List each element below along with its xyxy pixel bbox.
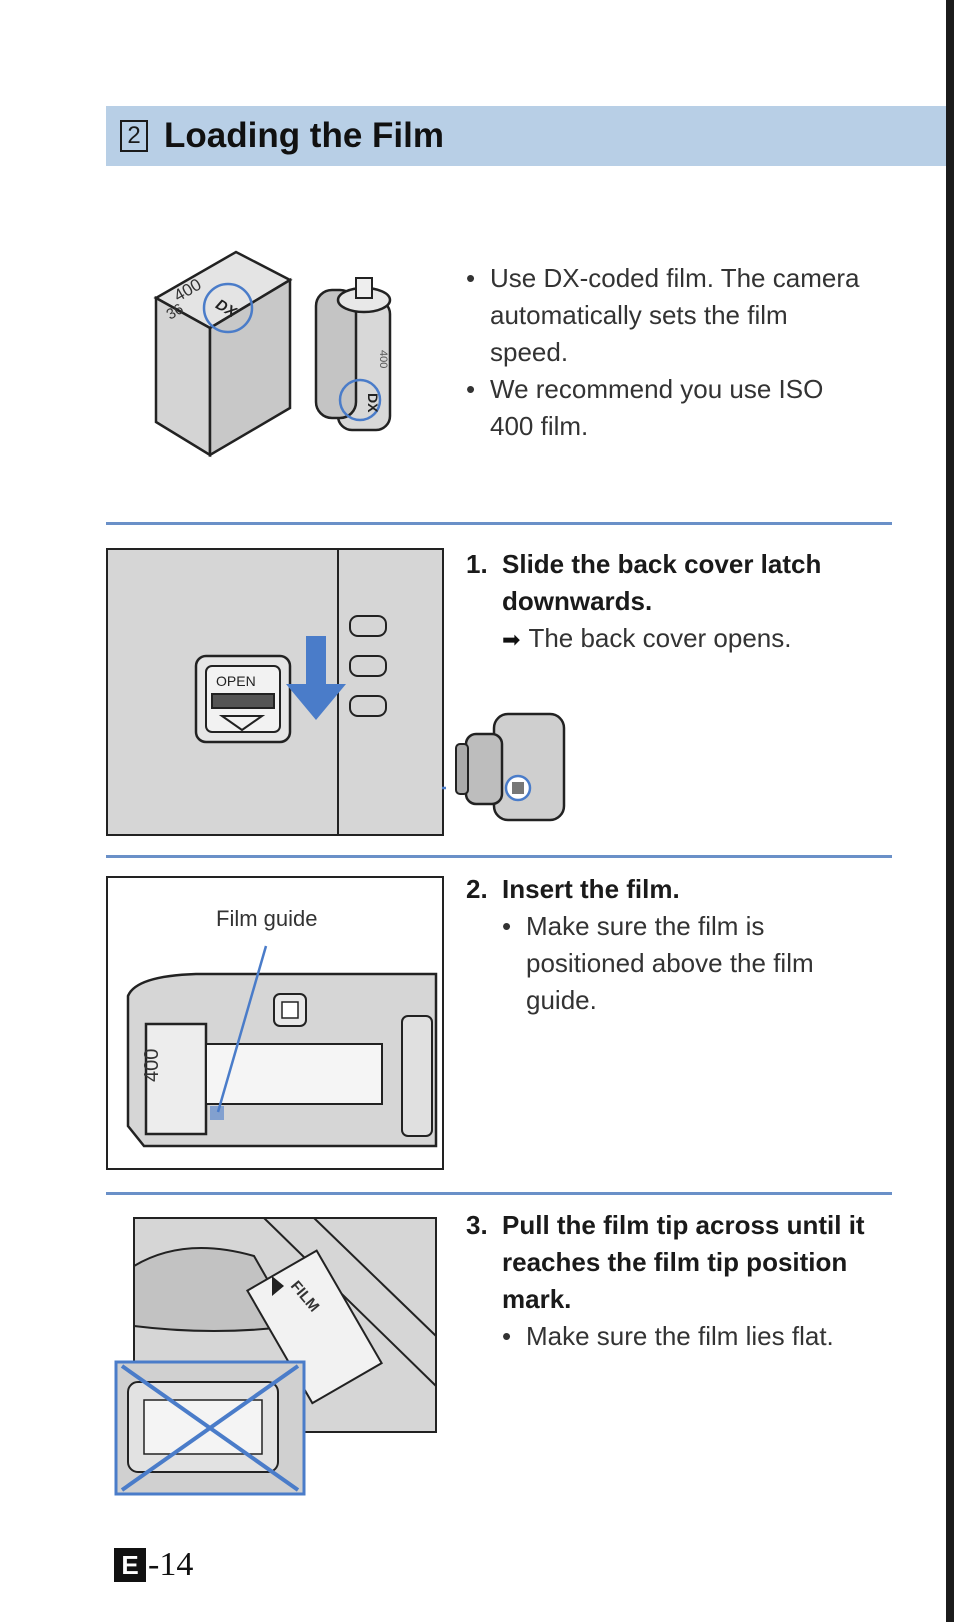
step-2-title: Insert the film. xyxy=(502,874,680,904)
back-cover-latch-figure: OPEN xyxy=(106,548,596,838)
page-title: Loading the Film xyxy=(164,116,444,155)
film-guide-callout: Film guide xyxy=(216,906,317,931)
intro-bullet-dx: Use DX-coded film. The camera automatica… xyxy=(466,260,866,371)
intro-bullet-iso: We recommend you use ISO 400 film. xyxy=(466,371,866,445)
arrow-right-icon: ➡ xyxy=(502,627,521,652)
cartridge-dx-label: DX xyxy=(365,393,381,413)
language-badge: E xyxy=(114,1548,146,1582)
step-3-number: 3. xyxy=(466,1210,488,1240)
cartridge-speed-label: 400 xyxy=(377,350,389,368)
intro-bullets: Use DX-coded film. The camera automatica… xyxy=(466,260,866,445)
latch-open-label: OPEN xyxy=(216,673,256,689)
box-exposure-label: 36 xyxy=(164,300,187,323)
divider-1 xyxy=(106,522,892,525)
step-1-result: The back cover opens. xyxy=(528,623,792,653)
step-3: 3. Pull the film tip across until it reac… xyxy=(466,1207,886,1355)
divider-3 xyxy=(106,1192,892,1195)
dx-film-figure: 400 36 DX 400 DX xyxy=(148,250,418,460)
section-number: 2 xyxy=(120,120,148,152)
film-tip-figure: FILM xyxy=(114,1216,444,1496)
divider-2 xyxy=(106,855,892,858)
section-header: 2 Loading the Film xyxy=(106,106,946,166)
page-number-text: -14 xyxy=(148,1546,194,1583)
step-1-number: 1. xyxy=(466,549,488,579)
step-3-bullet: Make sure the film lies flat. xyxy=(502,1318,886,1355)
page-edge xyxy=(946,0,954,1622)
insert-film-figure: Film guide 400 xyxy=(106,876,446,1172)
page-number: E -14 xyxy=(114,1546,193,1584)
step-3-title: Pull the film tip across until it reache… xyxy=(502,1210,865,1314)
step-1-title: Slide the back cover latch downwards. xyxy=(502,549,822,616)
step-2: 2. Insert the film. Make sure the film is… xyxy=(466,871,886,1019)
step-1: 1.Slide the back cover latch downwards. … xyxy=(466,546,886,658)
arrow-down-icon xyxy=(286,636,346,720)
step-2-number: 2. xyxy=(466,874,488,904)
step-2-bullet: Make sure the film is positioned above t… xyxy=(502,908,886,1019)
film-cartridge-label: 400 xyxy=(141,1049,163,1082)
